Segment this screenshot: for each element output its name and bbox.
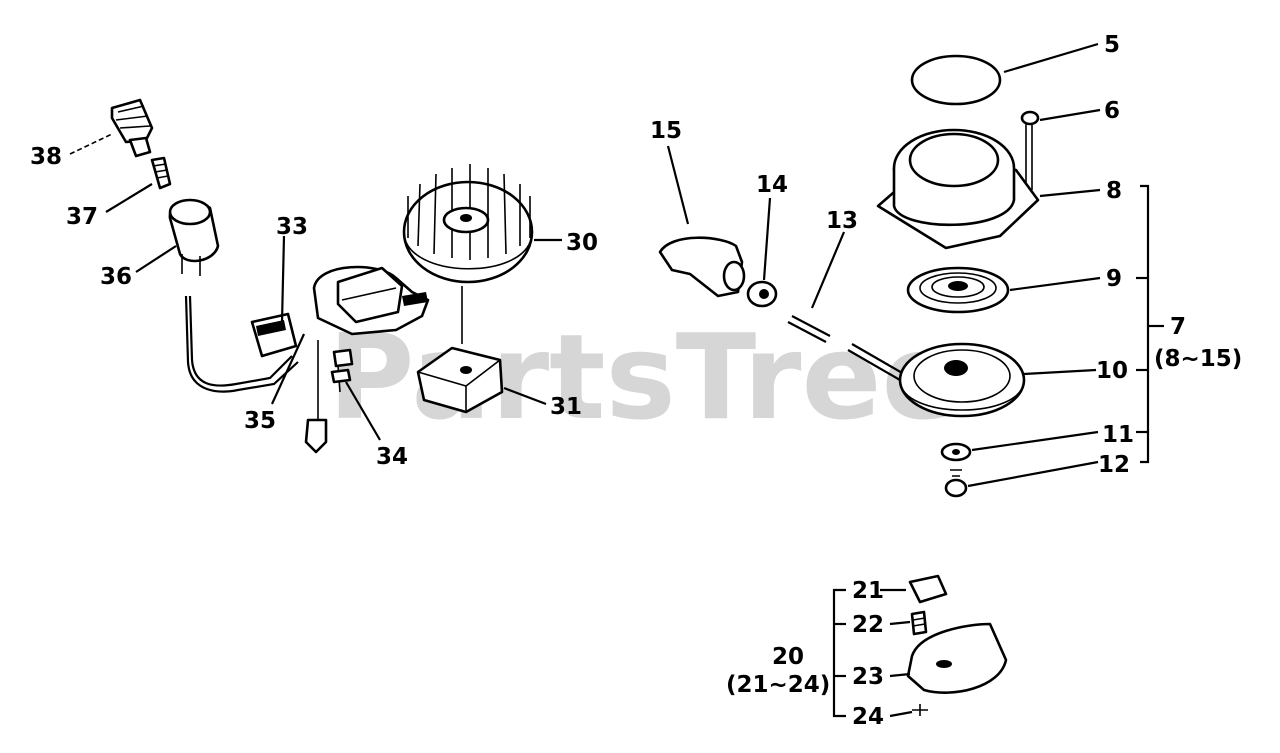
label-8: 8 (1106, 178, 1122, 204)
label-11: 11 (1102, 422, 1134, 448)
label-15: 15 (650, 118, 682, 144)
label-20-range: (21~24) (726, 672, 830, 698)
label-30: 30 (566, 230, 598, 256)
label-7: 7 (1170, 314, 1186, 340)
label-31: 31 (550, 394, 582, 420)
rope-pulley (898, 342, 1026, 418)
leader-lines (69, 42, 1164, 718)
pulser-block (416, 346, 504, 414)
pin (912, 704, 928, 716)
flywheel (402, 164, 534, 284)
starter-screw (1020, 110, 1040, 190)
label-21: 21 (852, 578, 884, 604)
starter-housing (876, 128, 1040, 250)
ignition-wire (188, 295, 293, 387)
starter-rope (791, 315, 831, 337)
spring-clip (150, 156, 172, 190)
plug-cap (168, 198, 220, 276)
label-24: 24 (852, 704, 884, 730)
label-9: 9 (1106, 266, 1122, 292)
spark-plug (110, 98, 154, 158)
coil-terminal (304, 340, 328, 454)
label-13: 13 (826, 208, 858, 234)
label-33: 33 (276, 214, 308, 240)
starter-handle (658, 236, 746, 298)
label-7-range: (8~15) (1154, 346, 1242, 372)
label-20: 20 (772, 644, 804, 670)
label-5: 5 (1104, 32, 1120, 58)
part-number-labels: 38 37 36 33 35 34 30 31 15 14 13 5 6 8 9… (30, 32, 1242, 730)
center-bolt (944, 469, 968, 498)
coil-bolt (330, 348, 354, 393)
handle-bushing (746, 280, 778, 308)
recoil-spring (906, 266, 1010, 314)
label-37: 37 (66, 204, 98, 230)
label-12: 12 (1098, 452, 1130, 478)
ignition-coil (312, 265, 430, 336)
label-10: 10 (1096, 358, 1128, 384)
coil-bracket (250, 312, 298, 358)
spring-small (910, 610, 928, 636)
label-22: 22 (852, 612, 884, 638)
label-38: 38 (30, 144, 62, 170)
knob (908, 574, 948, 604)
label-23: 23 (852, 664, 884, 690)
label-14: 14 (756, 172, 788, 198)
starter-washer (940, 442, 972, 462)
label-35: 35 (244, 408, 276, 434)
label-36: 36 (100, 264, 132, 290)
cover-plate (906, 622, 1008, 694)
label-34: 34 (376, 444, 408, 470)
cover-disc (910, 54, 1002, 106)
label-6: 6 (1104, 98, 1120, 124)
